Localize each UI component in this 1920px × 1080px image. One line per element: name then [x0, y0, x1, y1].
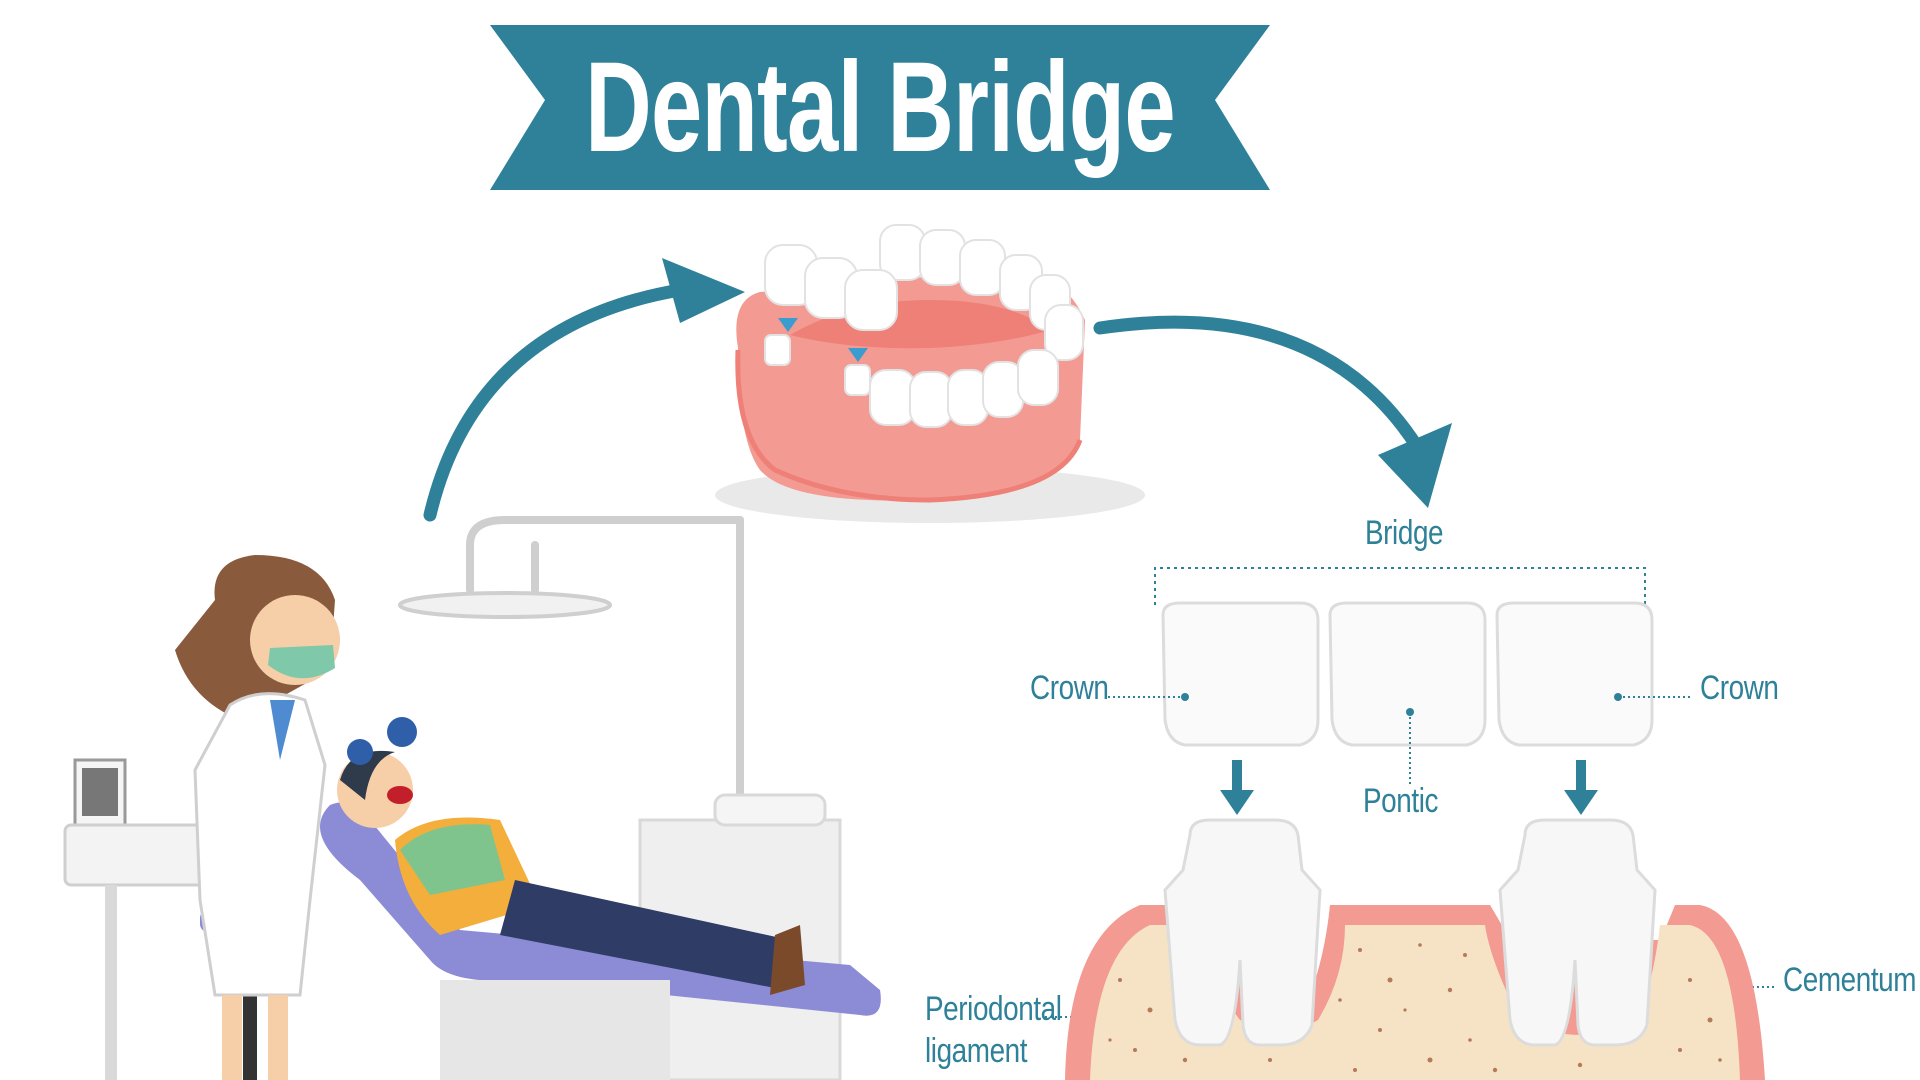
label-pontic: Pontic	[1363, 782, 1439, 820]
label-cementum: Cementum	[1783, 961, 1917, 999]
bridge-crowns	[1161, 601, 1654, 747]
label-ligament: ligament	[925, 1032, 1028, 1070]
denture-model	[715, 224, 1145, 523]
patient	[337, 750, 805, 995]
curved-arrow-icon-right	[1093, 315, 1452, 508]
abutment-teeth	[1163, 818, 1657, 1047]
dental-lamp	[398, 591, 612, 619]
spittoon	[713, 793, 827, 827]
title-ribbon	[490, 25, 1270, 190]
bone-specks	[1108, 943, 1722, 1073]
curved-arrow-icon-left	[423, 258, 745, 522]
label-periodontal: Periodontal	[925, 990, 1062, 1028]
label-crown-left: Crown	[1030, 669, 1109, 707]
bridge-bracket	[1154, 567, 1646, 605]
label-bridge: Bridge	[1365, 514, 1444, 552]
down-arrow-icon	[1220, 760, 1598, 815]
label-crown-right: Crown	[1700, 669, 1779, 707]
dental-unit	[466, 516, 744, 814]
dentist	[175, 555, 417, 1080]
page-title: Dental Bridge	[585, 36, 1175, 179]
